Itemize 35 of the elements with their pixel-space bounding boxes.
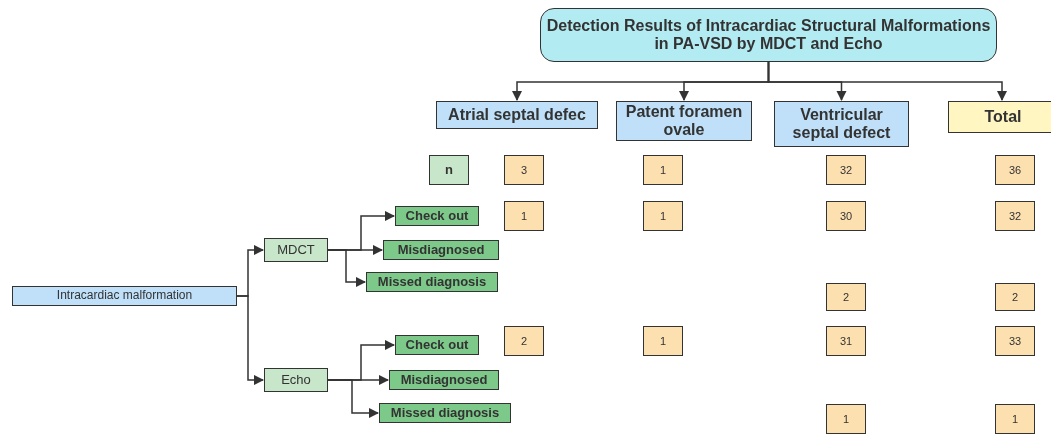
value-box: 1 (643, 201, 683, 231)
outcome-box: Check out (395, 206, 479, 226)
outcome-box: Misdiagnosed (383, 240, 499, 260)
column-header: Patent foramen ovale (616, 101, 752, 141)
title-box: Detection Results of Intracardiac Structural Malformations in PA-VSD by MDCT and Echo (540, 8, 997, 62)
outcome-box: Missed diagnosis (379, 403, 511, 423)
root-box: Intracardiac malformation (12, 286, 237, 306)
outcome-box: Misdiagnosed (389, 370, 499, 390)
value-box: 1 (826, 404, 866, 434)
value-box: 3 (504, 155, 544, 185)
method-box: Echo (264, 368, 328, 392)
outcome-box: Check out (395, 335, 479, 355)
value-box: 1 (995, 404, 1035, 434)
value-box: 36 (995, 155, 1035, 185)
value-box: 31 (826, 326, 866, 356)
value-box: 1 (643, 155, 683, 185)
value-box: 2 (826, 283, 866, 311)
arrow (767, 61, 1008, 102)
value-box: 30 (826, 201, 866, 231)
value-box: 1 (504, 201, 544, 231)
row-label: n (429, 155, 469, 185)
value-box: 33 (995, 326, 1035, 356)
arrow (236, 295, 265, 386)
value-box: 2 (995, 283, 1035, 311)
column-header: Atrial septal defec (436, 101, 598, 129)
value-box: 1 (643, 326, 683, 356)
value-box: 2 (504, 326, 544, 356)
value-box: 32 (995, 201, 1035, 231)
outcome-box: Missed diagnosis (366, 272, 498, 292)
column-header: Total (948, 101, 1051, 133)
value-box: 32 (826, 155, 866, 185)
method-box: MDCT (264, 238, 328, 262)
column-header: Ventricular septal defect (774, 101, 909, 147)
arrow (327, 249, 367, 288)
arrow (327, 379, 380, 419)
